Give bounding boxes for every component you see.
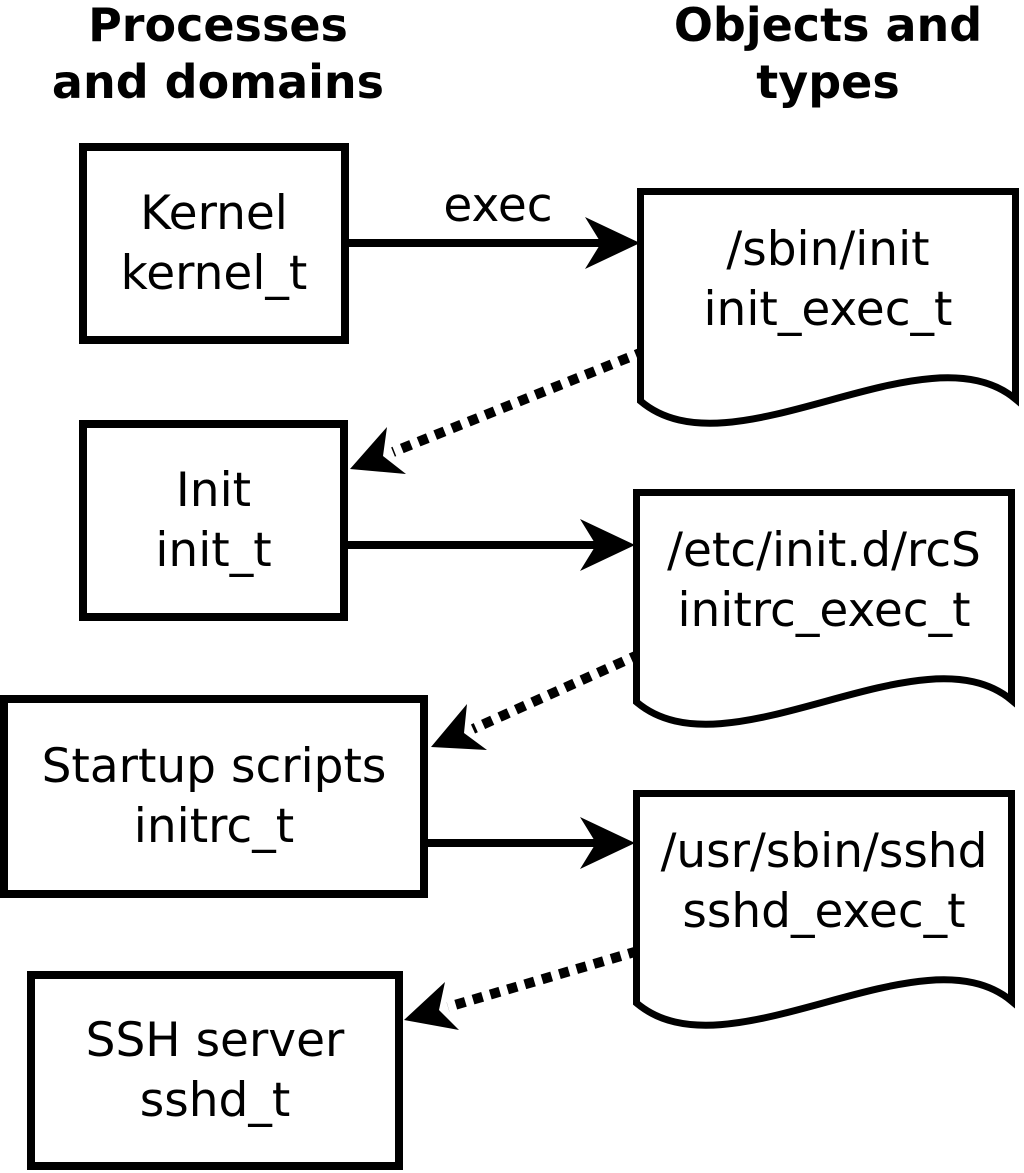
- document-text: /sbin/init init_exec_t: [637, 220, 1019, 340]
- header-right-line2: types: [756, 55, 900, 109]
- exec-arrow-initrc-to-sshd-exec: [428, 817, 635, 869]
- object-type: sshd_exec_t: [682, 884, 966, 939]
- transition-arrow-init-exec-to-init: [350, 346, 647, 474]
- process-domain: init_t: [155, 522, 272, 578]
- document-sbin-init: /sbin/init init_exec_t: [637, 188, 1019, 434]
- transition-arrow-initrc-exec-to-initrc: [431, 649, 643, 750]
- document-etc-initd-rcs: /etc/init.d/rcS initrc_exec_t: [633, 489, 1015, 735]
- object-path: /etc/init.d/rcS: [667, 523, 981, 578]
- header-left-line2: and domains: [51, 55, 385, 109]
- document-shape-icon: [633, 790, 1015, 1029]
- process-box-init: Init init_t: [79, 420, 348, 621]
- process-title: Init: [175, 462, 252, 518]
- process-box-startup-scripts: Startup scripts initrc_t: [0, 695, 428, 898]
- exec-arrow-init-to-initrc-exec: [347, 519, 635, 571]
- process-title: SSH server: [85, 1012, 345, 1068]
- object-type: init_exec_t: [703, 282, 953, 337]
- transition-arrow-sshd-exec-to-sshd: [404, 946, 640, 1030]
- object-path: /sbin/init: [726, 222, 930, 277]
- exec-arrow-label: exec: [443, 178, 553, 233]
- document-shape-icon: [633, 489, 1015, 728]
- header-processes-and-domains: Processes and domains: [36, 0, 400, 111]
- process-domain: sshd_t: [139, 1072, 291, 1128]
- document-text: /etc/init.d/rcS initrc_exec_t: [633, 521, 1015, 641]
- process-box-ssh-server: SSH server sshd_t: [27, 971, 403, 1170]
- exec-arrow-kernel-to-init-exec: [348, 217, 640, 269]
- header-left-line1: Processes: [88, 0, 348, 52]
- object-path: /usr/sbin/sshd: [660, 824, 988, 879]
- process-domain: initrc_t: [133, 798, 295, 854]
- header-right-line1: Objects and: [673, 0, 983, 52]
- document-shape-icon: [637, 188, 1019, 427]
- document-usr-sbin-sshd: /usr/sbin/sshd sshd_exec_t: [633, 790, 1015, 1036]
- object-type: initrc_exec_t: [677, 583, 971, 638]
- process-title: Kernel: [140, 185, 288, 241]
- document-text: /usr/sbin/sshd sshd_exec_t: [633, 822, 1015, 942]
- process-box-kernel: Kernel kernel_t: [79, 143, 349, 344]
- process-domain: kernel_t: [120, 245, 308, 301]
- header-objects-and-types: Objects and types: [648, 0, 1008, 111]
- process-title: Startup scripts: [41, 738, 387, 794]
